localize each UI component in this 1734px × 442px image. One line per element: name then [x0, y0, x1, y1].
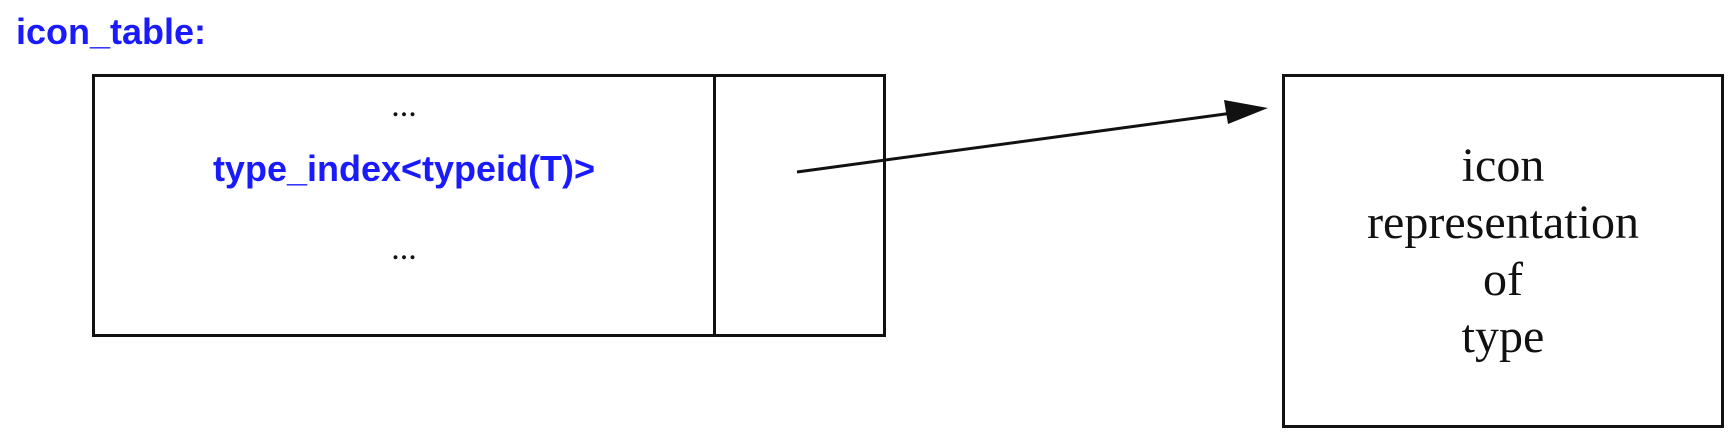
ellipsis-top: ... — [391, 87, 417, 124]
diagram-title: icon_table: — [16, 11, 207, 52]
type-index-key: type_index<typeid(T)> — [212, 148, 596, 189]
target-line-2: representation — [1367, 196, 1639, 249]
arrow-head — [1224, 100, 1268, 124]
ellipsis-bottom: ... — [391, 230, 417, 267]
target-line-1: icon — [1461, 139, 1545, 192]
arrow-shaft — [796, 110, 1241, 174]
icon-table: ... type_index<typeid(T)> ... — [92, 74, 886, 337]
table-column-divider — [713, 77, 716, 334]
target-line-4: type — [1461, 310, 1545, 363]
target-line-3: of — [1483, 253, 1523, 306]
icon-representation-box: icon representation of type — [1282, 74, 1724, 428]
